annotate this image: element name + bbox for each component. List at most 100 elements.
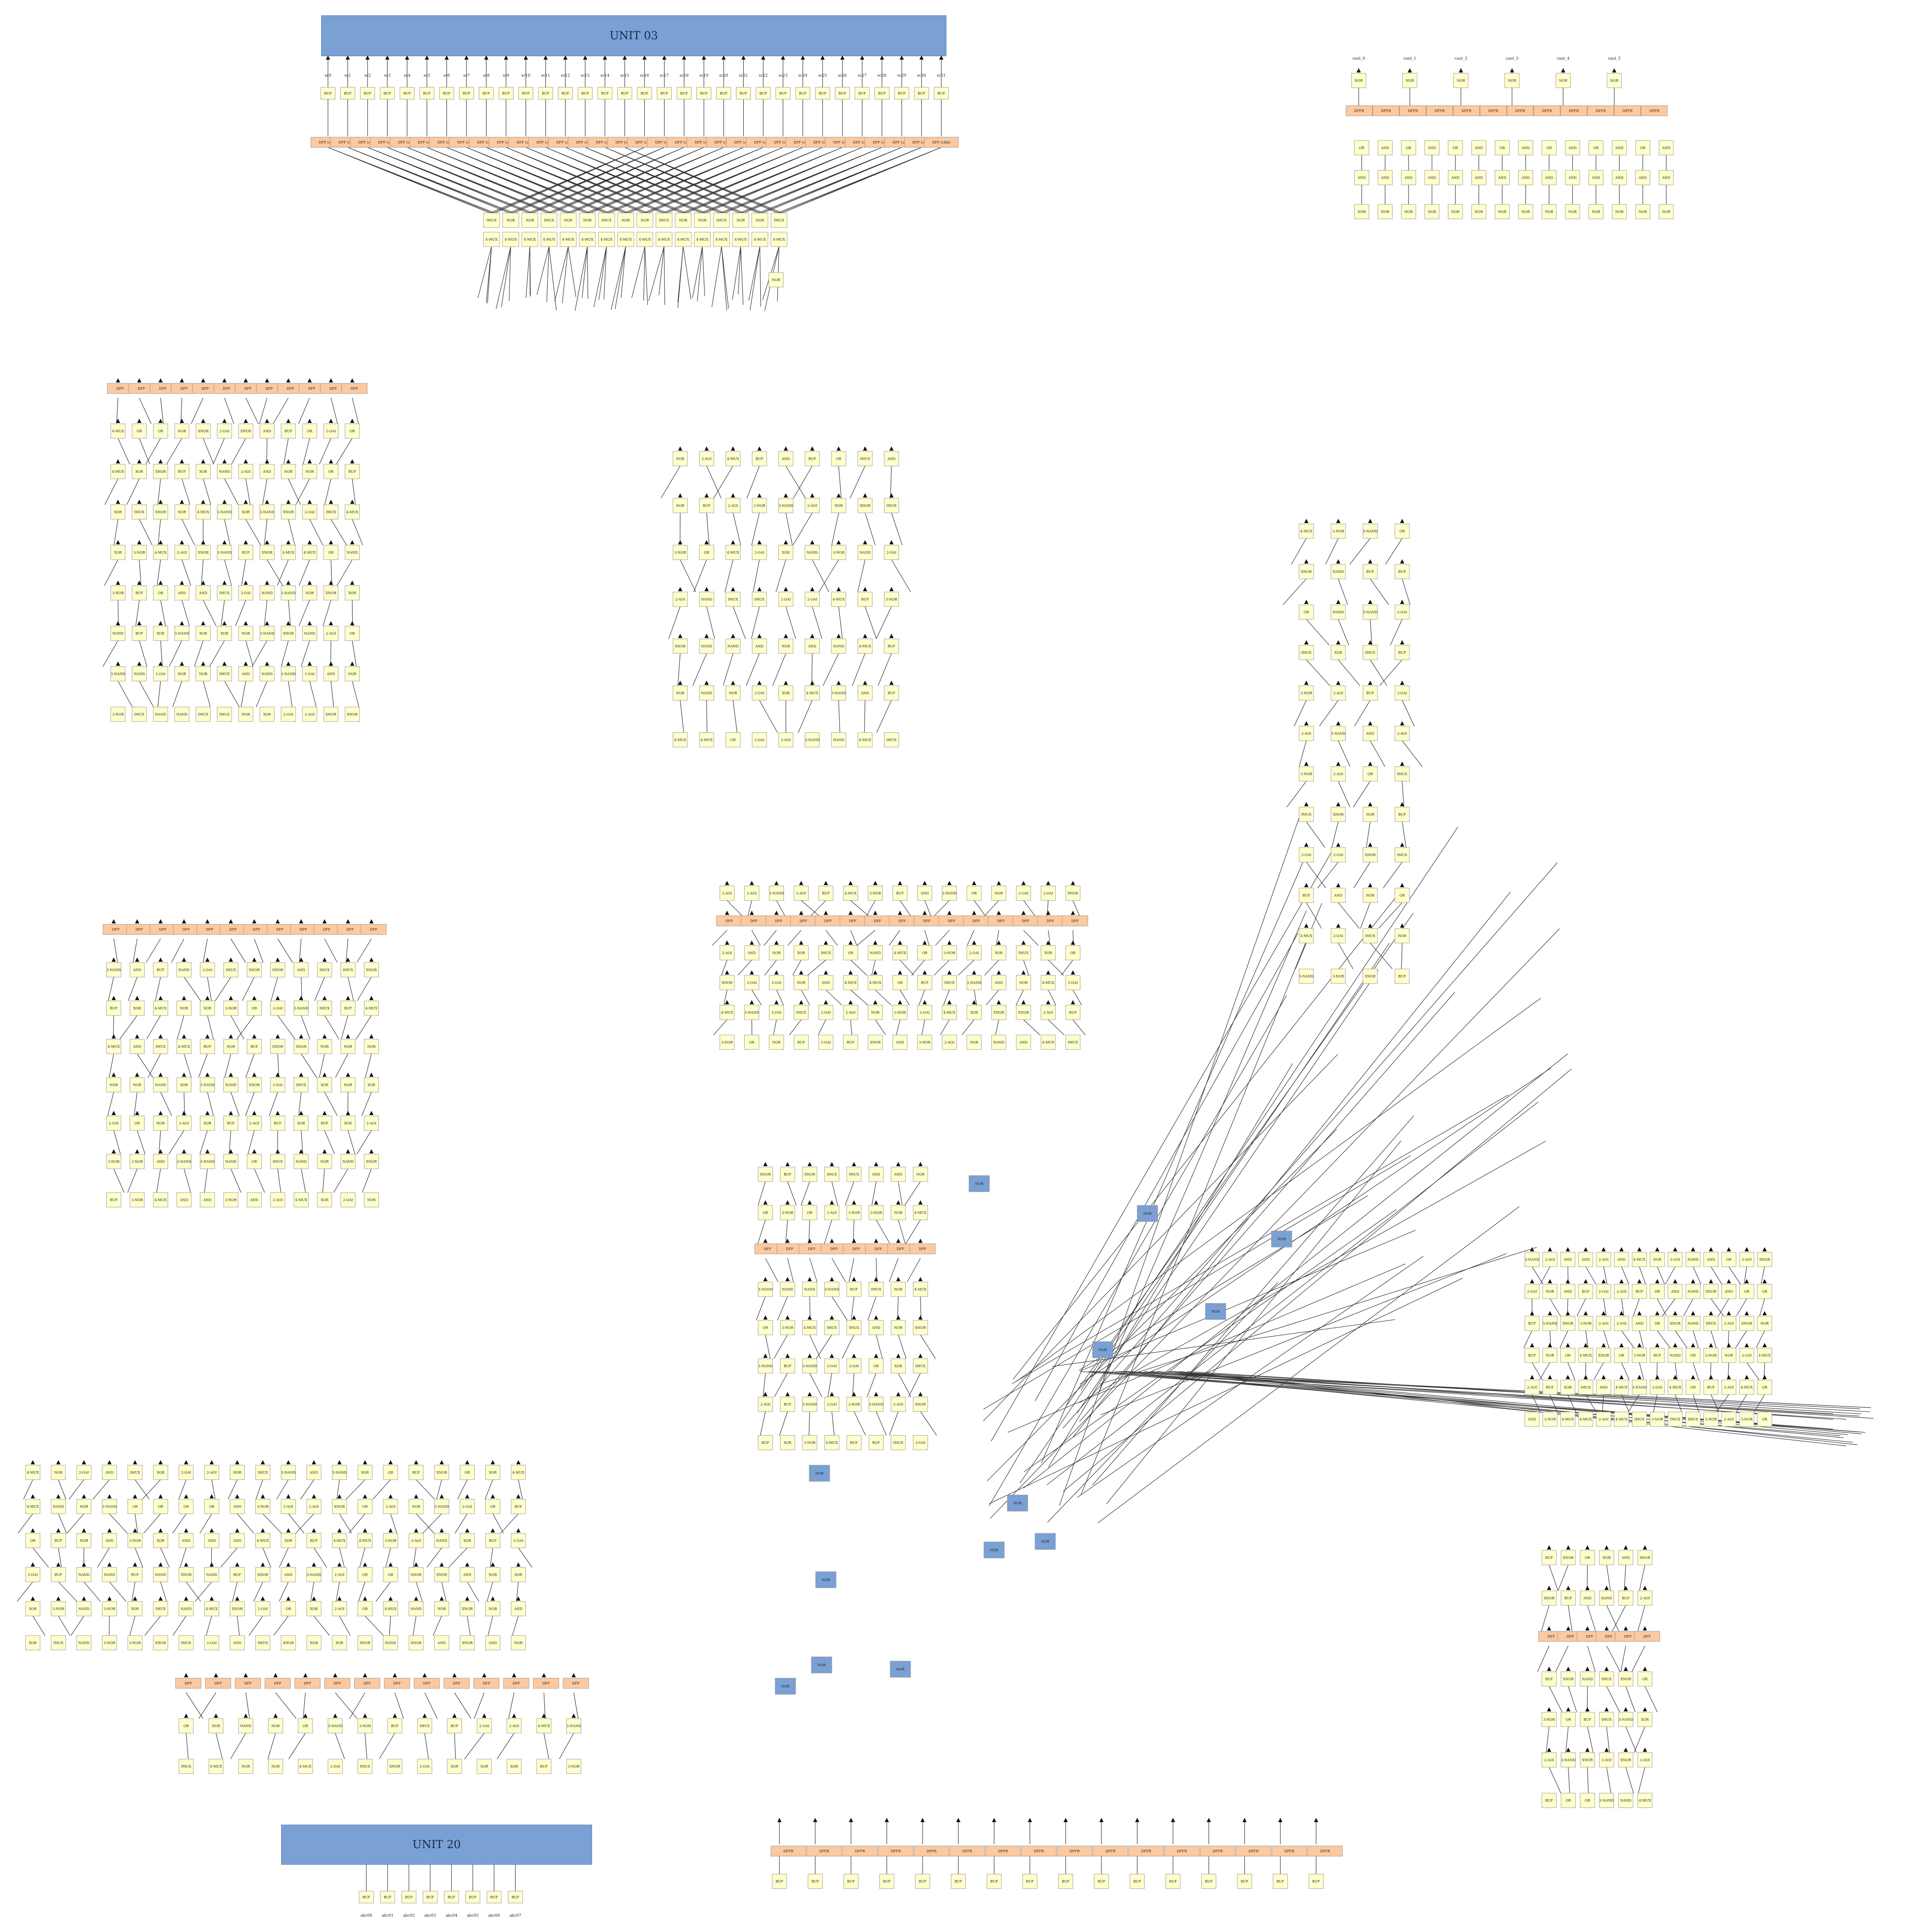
logic-gate: 4-MUX [699, 732, 714, 748]
logic-gate: 2-AOI [1542, 1252, 1558, 1267]
logic-gate: NOR [434, 1601, 449, 1616]
svg-text:NAND: NAND [1688, 1258, 1699, 1262]
svg-text:OR: OR [1690, 1386, 1696, 1389]
arrowhead-icon [363, 1714, 367, 1718]
arrowhead-icon [889, 493, 894, 497]
svg-text:DFF: DFF [329, 387, 337, 391]
svg-text:XOR: XOR [1641, 1718, 1649, 1722]
logic-gate: 3-NAND [802, 1397, 817, 1412]
svg-text:IMUX: IMUX [1601, 1718, 1612, 1722]
net-edge [1048, 930, 1051, 946]
logic-gate: XNOR [247, 1077, 262, 1092]
svg-text:NOR: NOR [305, 470, 314, 474]
svg-text:4-MUX: 4-MUX [299, 1765, 312, 1768]
svg-text:DFF (clk4): DFF (clk4) [675, 141, 693, 144]
logic-gate: 4-MUX [913, 1205, 928, 1220]
arrowhead-icon [112, 1111, 116, 1115]
flip-flop: DFFR [1614, 105, 1641, 116]
buffer-gate: BUF [479, 87, 494, 100]
arrowhead-icon [863, 587, 867, 591]
svg-text:NOR: NOR [1398, 934, 1407, 938]
svg-text:XNOR: XNOR [1562, 1322, 1573, 1325]
input-port-label: abc02 [403, 1914, 415, 1918]
arrowhead-icon [116, 581, 120, 585]
svg-text:BUF: BUF [1707, 1386, 1715, 1389]
unit-03-block[interactable]: UNIT 03 [321, 15, 946, 56]
net-edge [335, 1733, 345, 1760]
arrowhead-icon [210, 1562, 214, 1567]
arrowhead-icon [286, 661, 290, 666]
logic-gate: IMUX [255, 1465, 270, 1480]
svg-text:3-NAND: 3-NAND [328, 1724, 342, 1728]
output-port-label: sc18 [680, 74, 689, 78]
logic-gate: AND [1331, 888, 1346, 903]
net-edge [128, 977, 138, 1001]
net-edge [811, 900, 826, 916]
arrowhead-icon [939, 55, 943, 60]
net-edge [169, 640, 182, 667]
arrowhead-icon [329, 581, 333, 585]
highlighted-cell: NOR [983, 1541, 1005, 1558]
flip-flop: DFFR [1426, 105, 1453, 116]
svg-text:DFFR: DFFR [855, 1849, 865, 1853]
arrowhead-icon [345, 55, 350, 60]
arrowhead-icon [329, 621, 333, 625]
svg-text:IMUX: IMUX [155, 1045, 166, 1049]
logic-gate: XOR [364, 1077, 379, 1092]
svg-text:DFF: DFF [116, 387, 124, 391]
arrowhead-icon [1584, 1343, 1588, 1347]
arrowhead-icon [182, 1111, 186, 1115]
flip-flop: DFF [914, 915, 940, 926]
unit-20-block[interactable]: UNIT 20 [281, 1825, 592, 1865]
svg-text:BUF: BUF [917, 92, 926, 95]
arrowhead-icon [491, 1494, 495, 1498]
logic-gate: 4-MUX [725, 545, 741, 560]
net-edge [259, 397, 267, 424]
highlighted-cell: NOR [811, 1656, 832, 1673]
net-edge [160, 1092, 172, 1116]
output-port-label: sc25 [818, 74, 827, 78]
output-port-label: sc23 [779, 74, 788, 78]
net-edge [267, 1733, 276, 1760]
net-edge [135, 1479, 150, 1500]
svg-text:NOR: NOR [178, 672, 187, 676]
logic-gate: 2-AOI [1596, 1252, 1611, 1267]
net-edge [422, 1513, 442, 1534]
svg-text:OR: OR [1070, 951, 1076, 955]
net-edge [309, 681, 317, 707]
svg-text:DFF (clk4): DFF (clk4) [932, 141, 950, 144]
logic-gate: XNOR [1299, 564, 1314, 579]
net-edge [518, 1547, 532, 1568]
net-edge [426, 1547, 442, 1568]
net-edge [1532, 1362, 1543, 1380]
arrowhead-icon [1304, 883, 1308, 887]
net-edge [1081, 826, 1458, 1390]
net-edge [275, 1692, 296, 1719]
net-edge [157, 681, 161, 707]
arrowhead-icon [896, 1239, 900, 1243]
arrowhead-icon [201, 661, 205, 666]
logic-gate: 3-NAND [824, 1282, 840, 1297]
logic-gate: AND [204, 1533, 219, 1548]
flip-flop: DFF [840, 915, 866, 926]
buffer-gate: BUF [400, 87, 415, 100]
flip-flop: DFF (clk4) [924, 137, 959, 148]
logic-gate: OR [868, 1358, 884, 1374]
buffer-gate: BUF [1165, 1874, 1181, 1889]
net-edge [132, 938, 138, 963]
net-edge [203, 938, 208, 963]
logic-gate: BUF [780, 1397, 795, 1412]
svg-text:3-NOR: 3-NOR [919, 1041, 931, 1044]
svg-text:2-AOI: 2-AOI [845, 1011, 855, 1015]
net-edge [772, 653, 786, 686]
logic-gate: NAND [1331, 564, 1346, 579]
net-edge [303, 1692, 306, 1719]
input-port-label: abc03 [424, 1914, 436, 1918]
svg-text:3-NOR: 3-NOR [870, 1211, 882, 1215]
svg-text:2-OAI: 2-OAI [1742, 1354, 1751, 1357]
net-edge [1174, 1371, 1846, 1446]
logic-gate: BUF [1561, 1590, 1576, 1606]
arrowhead-icon [491, 1562, 495, 1567]
logic-gate: AND [176, 1192, 192, 1208]
logic-gate: NAND [699, 638, 714, 654]
